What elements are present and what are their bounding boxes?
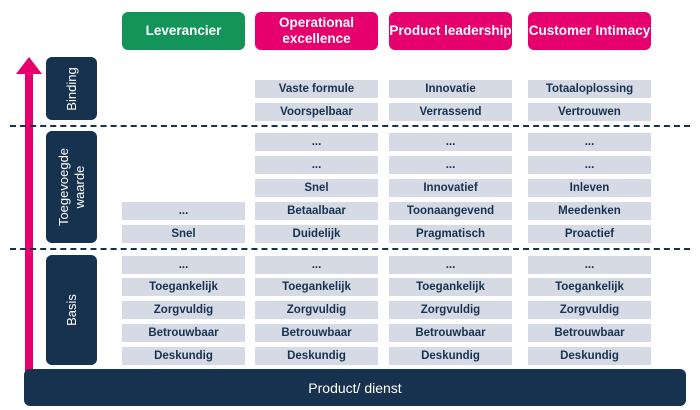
cell-product: Innovatie: [389, 80, 512, 98]
cell-operational: Vaste formule: [255, 80, 378, 98]
dashed-divider-top: [10, 125, 690, 127]
cell-customer: Deskundig: [528, 347, 651, 365]
cell-product: Pragmatisch: [389, 225, 512, 243]
product-dienst-bar: Product/ dienst: [24, 369, 686, 406]
cell-leverancier: Toegankelijk: [122, 278, 245, 296]
cell-product: Verrassend: [389, 103, 512, 121]
cell-customer: Totaaloplossing: [528, 80, 651, 98]
cell-customer: Proactief: [528, 225, 651, 243]
cell-leverancier: ...: [122, 202, 245, 220]
side-label-basis-text: Basis: [63, 294, 79, 326]
cell-leverancier: Zorgvuldig: [122, 301, 245, 319]
cell-customer: Meedenken: [528, 202, 651, 220]
cell-product: Zorgvuldig: [389, 301, 512, 319]
cell-operational: Snel: [255, 179, 378, 197]
cell-customer: Inleven: [528, 179, 651, 197]
cell-operational: Deskundig: [255, 347, 378, 365]
side-label-binding-text: Binding: [63, 66, 79, 111]
cell-leverancier: Betrouwbaar: [122, 324, 245, 342]
side-label-basis: Basis: [46, 255, 97, 365]
header-leverancier: Leverancier: [122, 12, 245, 50]
cell-operational: Voorspelbaar: [255, 103, 378, 121]
cell-operational: Betrouwbaar: [255, 324, 378, 342]
cell-customer: Zorgvuldig: [528, 301, 651, 319]
cell-leverancier: ...: [122, 256, 245, 274]
cell-operational: Duidelijk: [255, 225, 378, 243]
upward-arrow-icon: [16, 57, 42, 74]
side-label-toegevoegde-waarde: Toegevoegde waarde: [46, 131, 97, 243]
cell-operational: Toegankelijk: [255, 278, 378, 296]
cell-leverancier: Deskundig: [122, 347, 245, 365]
cell-customer: Betrouwbaar: [528, 324, 651, 342]
side-label-binding: Binding: [46, 57, 97, 120]
upward-arrow-shaft: [25, 72, 33, 372]
cell-operational: ...: [255, 133, 378, 151]
cell-operational: ...: [255, 156, 378, 174]
side-label-toegevoegde-text: Toegevoegde waarde: [55, 147, 87, 227]
cell-operational: Betaalbaar: [255, 202, 378, 220]
cell-product: Deskundig: [389, 347, 512, 365]
header-product-leadership: Product leadership: [389, 12, 512, 50]
cell-product: ...: [389, 156, 512, 174]
cell-leverancier: Snel: [122, 225, 245, 243]
cell-product: Toonaangevend: [389, 202, 512, 220]
header-customer-intimacy: Customer Intimacy: [528, 12, 651, 50]
dashed-divider-bottom: [10, 248, 690, 250]
cell-product: Betrouwbaar: [389, 324, 512, 342]
cell-operational: Zorgvuldig: [255, 301, 378, 319]
cell-product: ...: [389, 133, 512, 151]
cell-customer: ...: [528, 133, 651, 151]
cell-product: Toegankelijk: [389, 278, 512, 296]
cell-customer: Vertrouwen: [528, 103, 651, 121]
header-operational-excellence: Operational excellence: [255, 12, 378, 50]
cell-customer: ...: [528, 156, 651, 174]
cell-product: ...: [389, 256, 512, 274]
cell-customer: ...: [528, 256, 651, 274]
cell-customer: Toegankelijk: [528, 278, 651, 296]
cell-product: Innovatief: [389, 179, 512, 197]
cell-operational: ...: [255, 256, 378, 274]
